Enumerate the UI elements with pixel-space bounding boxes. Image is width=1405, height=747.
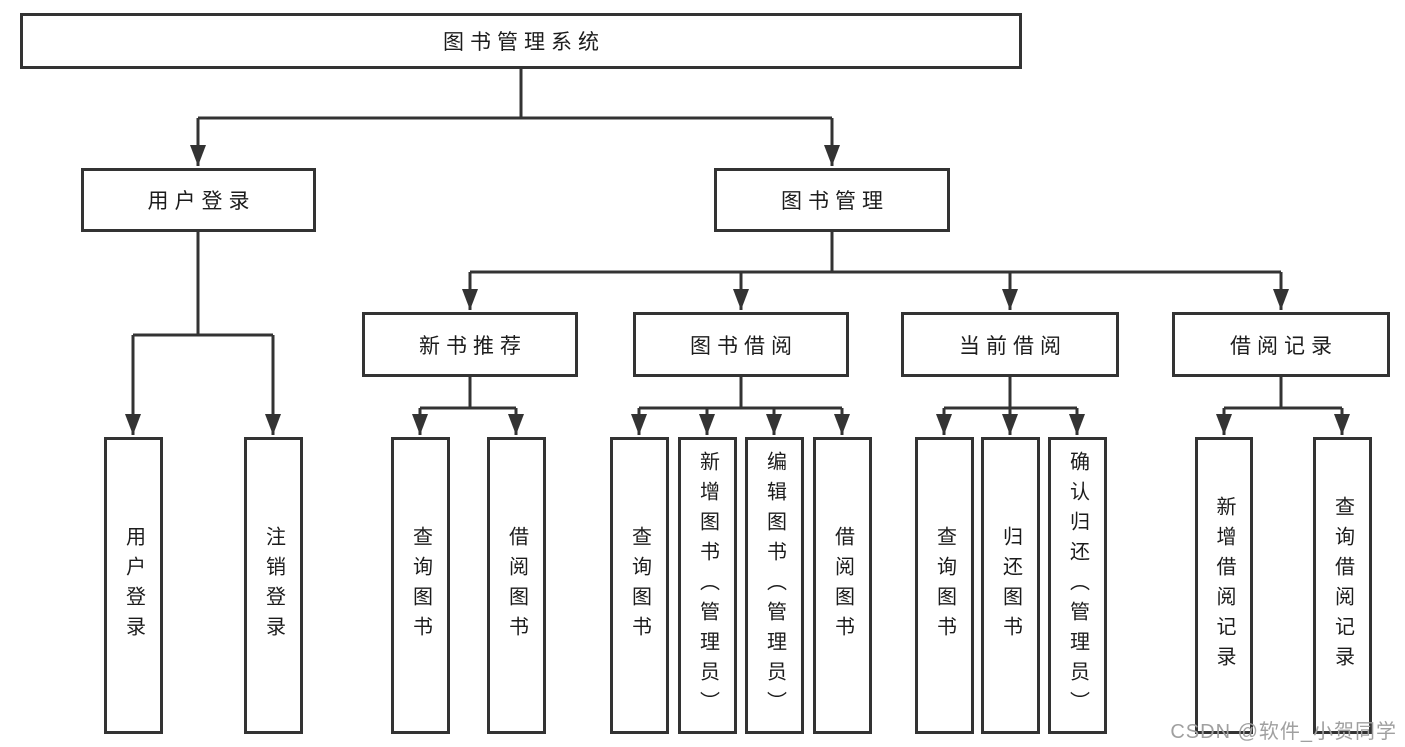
node-label: 用户登录 [122,525,145,646]
leaf-add-borrow-record: 新增借阅记录 [1195,437,1253,734]
watermark: CSDN @软件_小贺同学 [1170,721,1397,743]
node-label: 查询图书 [933,525,956,646]
node-label: 借阅图书 [831,525,854,646]
leaf-query-books: 查询图书 [915,437,974,734]
node-label: 新增图书（管理员） [696,450,719,721]
leaf-edit-book-admin: 编辑图书（管理员） [745,437,804,734]
node-book-borrow: 图书借阅 [633,312,849,377]
leaf-user-login: 用户登录 [104,437,163,734]
node-label: 图书借阅 [690,334,798,358]
node-label: 归还图书 [999,525,1022,646]
leaf-query-borrow-record: 查询借阅记录 [1313,437,1372,734]
node-label: 查询图书 [628,525,651,646]
node-label: 注销登录 [262,525,285,646]
node-current-borrow: 当前借阅 [901,312,1119,377]
node-label: 用户登录 [147,190,256,213]
node-label: 当前借阅 [959,334,1067,358]
node-book-management: 图书管理 [714,168,950,232]
node-new-book-recommend: 新书推荐 [362,312,578,377]
leaf-query-books: 查询图书 [610,437,669,734]
node-label: 确认归还（管理员） [1066,450,1089,721]
node-label: 图书管理 [781,190,889,213]
node-label: 编辑图书（管理员） [763,450,786,721]
node-label: 查询借阅记录 [1331,495,1354,676]
leaf-confirm-return-admin: 确认归还（管理员） [1048,437,1107,734]
node-label: 借阅记录 [1230,334,1338,358]
node-label: 查询图书 [409,525,432,646]
node-user-login: 用户登录 [81,168,316,232]
leaf-borrow-books: 借阅图书 [487,437,546,734]
leaf-return-books: 归还图书 [981,437,1040,734]
node-label: 图书管理系统 [443,31,605,54]
leaf-borrow-books: 借阅图书 [813,437,872,734]
node-library-management-system: 图书管理系统 [20,13,1022,69]
leaf-logout-login: 注销登录 [244,437,303,734]
leaf-query-books: 查询图书 [391,437,450,734]
node-borrow-records: 借阅记录 [1172,312,1390,377]
leaf-add-book-admin: 新增图书（管理员） [678,437,737,734]
node-label: 借阅图书 [505,525,528,646]
node-label: 新增借阅记录 [1213,495,1235,676]
node-label: 新书推荐 [419,334,527,358]
